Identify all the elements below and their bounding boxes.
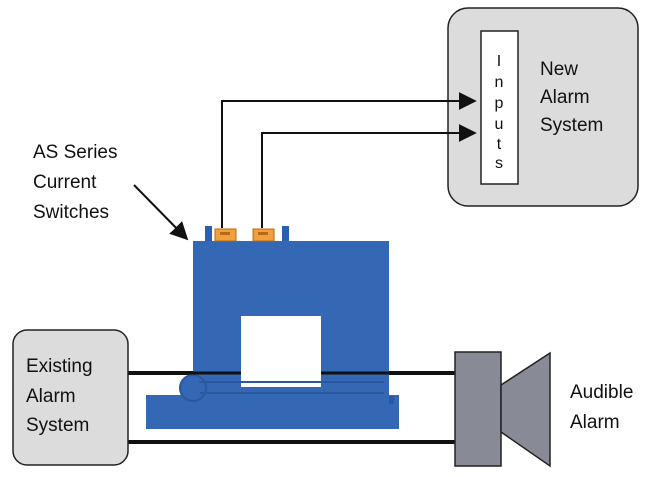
new-alarm-line: System (540, 115, 603, 136)
existing-alarm-line: Alarm (26, 386, 76, 407)
inputs-label: I n p u t s (495, 53, 504, 172)
current-switch-icon (128, 226, 455, 429)
signal-wire-1 (221, 92, 477, 228)
inputs-letter: I (497, 53, 501, 70)
inputs-strip (480, 30, 519, 185)
audible-alarm-line: Alarm (570, 412, 620, 433)
current-switches-line: Current (33, 172, 97, 193)
inputs-letter: u (495, 116, 504, 133)
inputs-letter: t (497, 136, 502, 153)
current-switches-line: AS Series (33, 142, 117, 163)
inputs-letter: n (495, 74, 504, 91)
existing-alarm-line: System (26, 415, 89, 436)
existing-alarm-label: Existing Alarm System (26, 356, 93, 436)
pointer-arrow-icon (133, 184, 189, 241)
audible-alarm-label: Audible Alarm (570, 382, 633, 433)
signal-wire-2 (261, 124, 477, 228)
new-alarm-line: Alarm (540, 87, 590, 108)
new-alarm-line: New (540, 59, 578, 80)
existing-alarm-panel (12, 329, 129, 466)
current-switches-line: Switches (33, 202, 109, 223)
new-alarm-label: New Alarm System (540, 59, 603, 136)
inputs-letter: s (495, 155, 503, 172)
current-switches-label: AS Series Current Switches (33, 142, 117, 223)
speaker-icon (454, 351, 551, 468)
existing-alarm-line: Existing (26, 356, 93, 377)
inputs-letter: p (495, 95, 504, 112)
audible-alarm-line: Audible (570, 382, 633, 403)
